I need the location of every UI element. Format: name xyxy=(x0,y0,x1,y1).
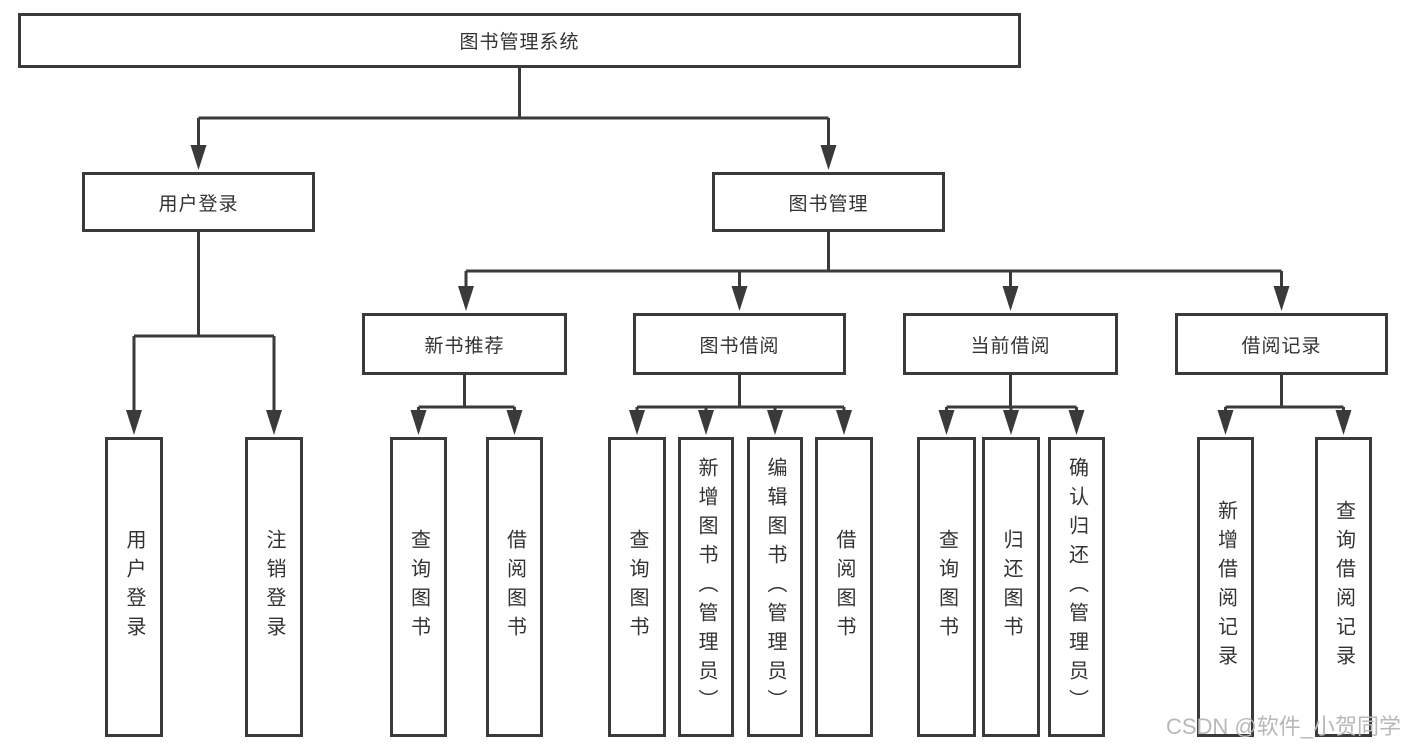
node-label: 图书借阅 xyxy=(699,335,780,357)
leaf-user-login: 用户登录 xyxy=(105,437,163,737)
leaf-label: 查询图书 xyxy=(935,529,958,645)
leaf-edit-books-admin: 编辑图书（管理员） xyxy=(747,437,803,737)
node-root: 图书管理系统 xyxy=(18,13,1021,68)
node-label: 借阅记录 xyxy=(1241,335,1322,357)
leaf-label: 注销登录 xyxy=(263,529,285,645)
leaf-label: 新增借阅记录 xyxy=(1214,500,1237,674)
leaf-add-borrow-record: 新增借阅记录 xyxy=(1197,437,1254,737)
leaf-label: 查询借阅记录 xyxy=(1332,500,1355,674)
leaf-label: 查询图书 xyxy=(407,529,430,645)
node-current-borrow: 当前借阅 xyxy=(903,313,1118,375)
leaf-label: 确认归还（管理员） xyxy=(1065,456,1088,718)
leaf-return-books: 归还图书 xyxy=(982,437,1040,737)
node-book-management: 图书管理 xyxy=(712,172,945,232)
node-label: 图书管理系统 xyxy=(459,32,580,53)
leaf-label: 编辑图书（管理员） xyxy=(764,456,786,718)
node-label: 新书推荐 xyxy=(424,335,505,357)
leaf-add-books-admin: 新增图书（管理员） xyxy=(678,437,734,737)
leaf-label: 借阅图书 xyxy=(833,529,855,645)
leaf-borrow-books-2: 借阅图书 xyxy=(815,437,873,737)
arrowhead-icon xyxy=(126,145,1352,435)
node-user-login: 用户登录 xyxy=(82,172,315,232)
leaf-label: 归还图书 xyxy=(1000,529,1022,645)
leaf-label: 借阅图书 xyxy=(503,529,526,645)
leaf-confirm-return-admin: 确认归还（管理员） xyxy=(1048,437,1105,737)
leaf-label: 查询图书 xyxy=(626,529,648,645)
node-new-book-recommend: 新书推荐 xyxy=(362,313,567,375)
leaf-query-books-2: 查询图书 xyxy=(608,437,666,737)
node-label: 用户登录 xyxy=(158,193,239,215)
leaf-label: 新增图书（管理员） xyxy=(695,456,717,718)
leaf-query-books-3: 查询图书 xyxy=(917,437,976,737)
leaf-label: 用户登录 xyxy=(123,529,145,645)
leaf-borrow-books-1: 借阅图书 xyxy=(486,437,543,737)
leaf-logout: 注销登录 xyxy=(245,437,303,737)
leaf-query-borrow-record: 查询借阅记录 xyxy=(1315,437,1372,737)
node-label: 图书管理 xyxy=(788,193,869,215)
node-borrow-records: 借阅记录 xyxy=(1175,313,1388,375)
node-book-borrow: 图书借阅 xyxy=(633,313,846,375)
node-label: 当前借阅 xyxy=(970,335,1051,357)
leaf-query-books-1: 查询图书 xyxy=(390,437,447,737)
